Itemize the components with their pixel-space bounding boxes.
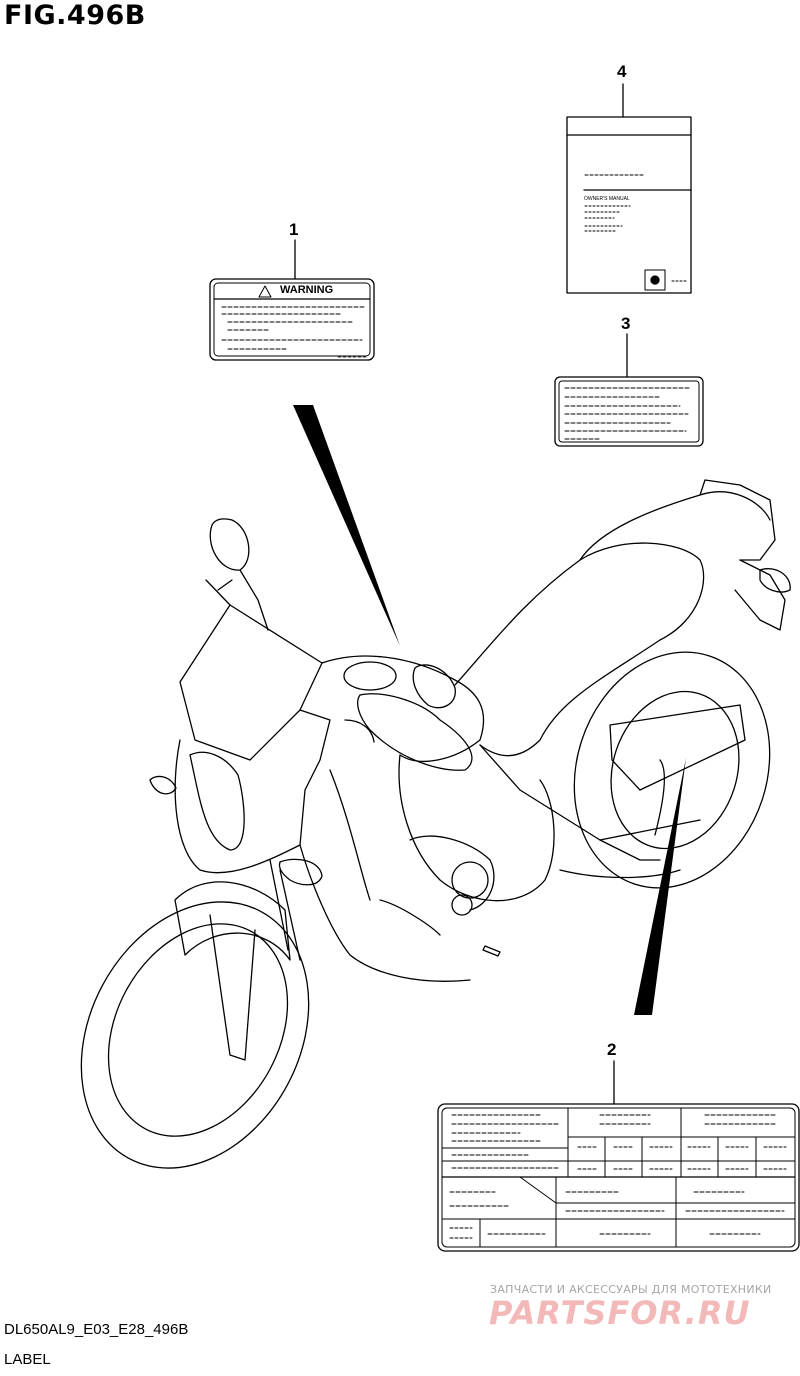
watermark-brand: PARTSFOR.RU: [489, 1294, 751, 1332]
leader-arrow-1: [293, 405, 400, 646]
callout-4: 4: [617, 62, 627, 81]
section-label: LABEL: [4, 1351, 51, 1368]
owners-manual-book: [566, 83, 692, 294]
callout-2: 2: [607, 1040, 617, 1059]
leader-arrow-2: [634, 758, 686, 1015]
figure-title: FIG.496B: [4, 0, 146, 31]
callout-1: 1: [289, 220, 299, 239]
figure-code: DL650AL9_E03_E28_496B: [4, 1321, 189, 1338]
tire-info-label: [437, 1060, 800, 1252]
watermark-tagline: ЗАПЧАСТИ И АКСЕССУАРЫ ДЛЯ МОТОТЕХНИКИ: [490, 1283, 772, 1296]
motorcycle-outline: [80, 479, 791, 1169]
warning-label-title: WARNING: [280, 284, 334, 296]
warning-label: [209, 239, 375, 361]
label-3: [554, 333, 704, 447]
owners-manual-title: OWNER'S MANUAL: [584, 196, 630, 202]
callout-3: 3: [621, 314, 631, 333]
